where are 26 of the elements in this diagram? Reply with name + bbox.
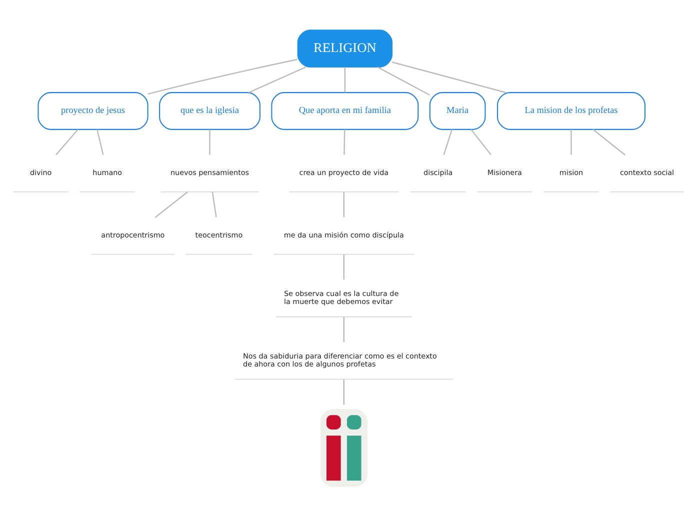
connector	[342, 316, 344, 342]
connector	[154, 190, 188, 218]
picture	[320, 408, 367, 486]
connector	[147, 58, 298, 94]
connector	[376, 66, 430, 96]
node-box: Maria	[428, 92, 486, 130]
connector	[343, 128, 345, 154]
connector	[342, 254, 344, 280]
node-box: Que aporta en mi familia	[270, 92, 418, 130]
connector	[442, 128, 452, 154]
node-box: que es la iglesia	[158, 92, 260, 130]
connector	[592, 128, 626, 155]
connector	[342, 379, 344, 404]
connector	[211, 191, 216, 217]
connector	[570, 129, 572, 154]
connector	[248, 66, 306, 93]
node-box: proyecto de jesus	[37, 92, 148, 130]
connector	[55, 128, 78, 155]
connector	[344, 66, 346, 92]
node-box: RELIGION	[296, 29, 392, 67]
connector	[391, 61, 506, 93]
connector	[470, 128, 491, 155]
connector	[342, 191, 344, 217]
node-box: La mision de los profetas	[496, 92, 645, 130]
connector	[96, 128, 104, 154]
connector	[208, 129, 210, 154]
